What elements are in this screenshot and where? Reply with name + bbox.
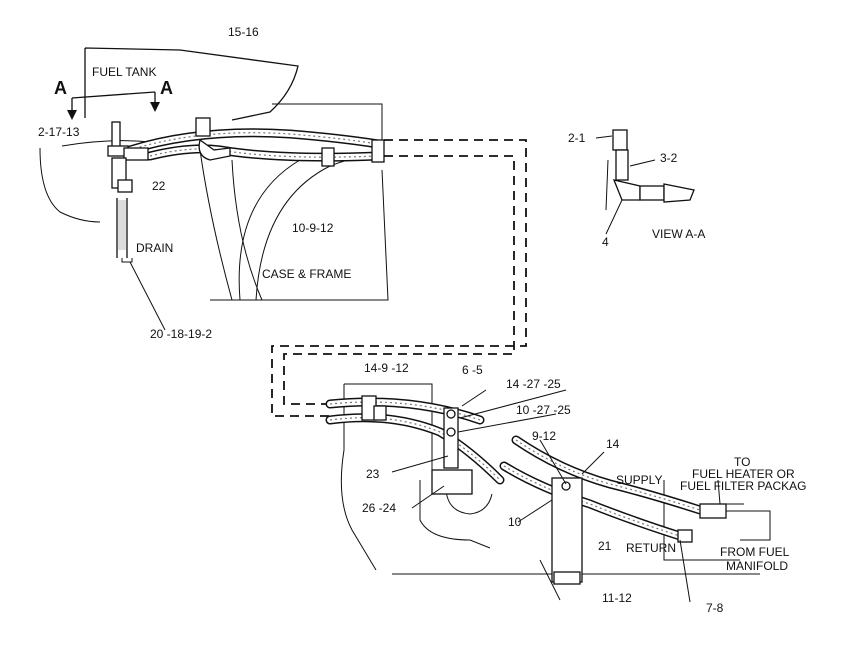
lower-fittings [361,395,771,585]
callout-20-18-19-2: 20 -18-19-2 [150,327,212,341]
lower-leader-lines [391,389,721,603]
callout-4: 4 [602,235,609,249]
callout-2-1: 2-1 [568,131,586,145]
callout-11-12: 11-12 [602,591,632,605]
view-a-a-label: VIEW A-A [652,227,705,241]
upper-fuel-hoses [125,128,383,162]
drain-leader [121,258,166,331]
hose-routing-dashed-line [271,139,527,417]
case-frame-outline [199,103,389,301]
diagram-labels: FUEL TANK A A 15-16 2-17-13 22 DRAIN 10-… [38,25,806,615]
manifold-label: MANIFOLD [726,559,788,573]
callout-22: 22 [152,179,166,193]
callout-3-2: 3-2 [660,151,678,165]
callout-14-27-25: 14 -27 -25 [506,377,561,391]
callout-10-27-25: 10 -27 -25 [516,403,571,417]
callout-23: 23 [366,467,380,481]
return-label: RETURN [626,541,676,555]
fuel-heater-label: FUEL HEATER OR [692,467,795,481]
case-frame-label: CASE & FRAME [262,267,351,281]
callout-7-8: 7-8 [706,601,724,615]
supply-label: SUPPLY [616,473,662,487]
callout-10-9-12-top: 10-9-12 [292,221,334,235]
fuel-tank-outline [39,47,299,223]
callout-10: 10 [508,515,522,529]
callout-21: 21 [598,539,612,553]
callout-6-5: 6 -5 [462,363,483,377]
callout-14-9-12: 14-9 -12 [364,361,409,375]
fuel-filter-label: FUEL FILTER PACKAG [680,479,806,493]
callout-2-17-13: 2-17-13 [38,125,80,139]
callout-9-12: 9-12 [532,429,556,443]
callout-14: 14 [606,437,620,451]
section-a-left-label: A [54,78,67,98]
callout-15-16: 15-16 [228,25,259,39]
section-a-right-label: A [160,78,173,98]
fuel-tank-label: FUEL TANK [92,65,156,79]
from-fuel-label: FROM FUEL [720,545,790,559]
to-label: TO [734,455,750,469]
view-a-a-detail [595,129,695,235]
tank-fittings [107,117,385,258]
section-a-a-arrows [67,91,160,120]
callout-26-24: 26 -24 [362,501,396,515]
hose-routing-dashed-line-inner [283,155,515,405]
lower-engine-outline [340,383,760,601]
drain-label: DRAIN [136,241,173,255]
